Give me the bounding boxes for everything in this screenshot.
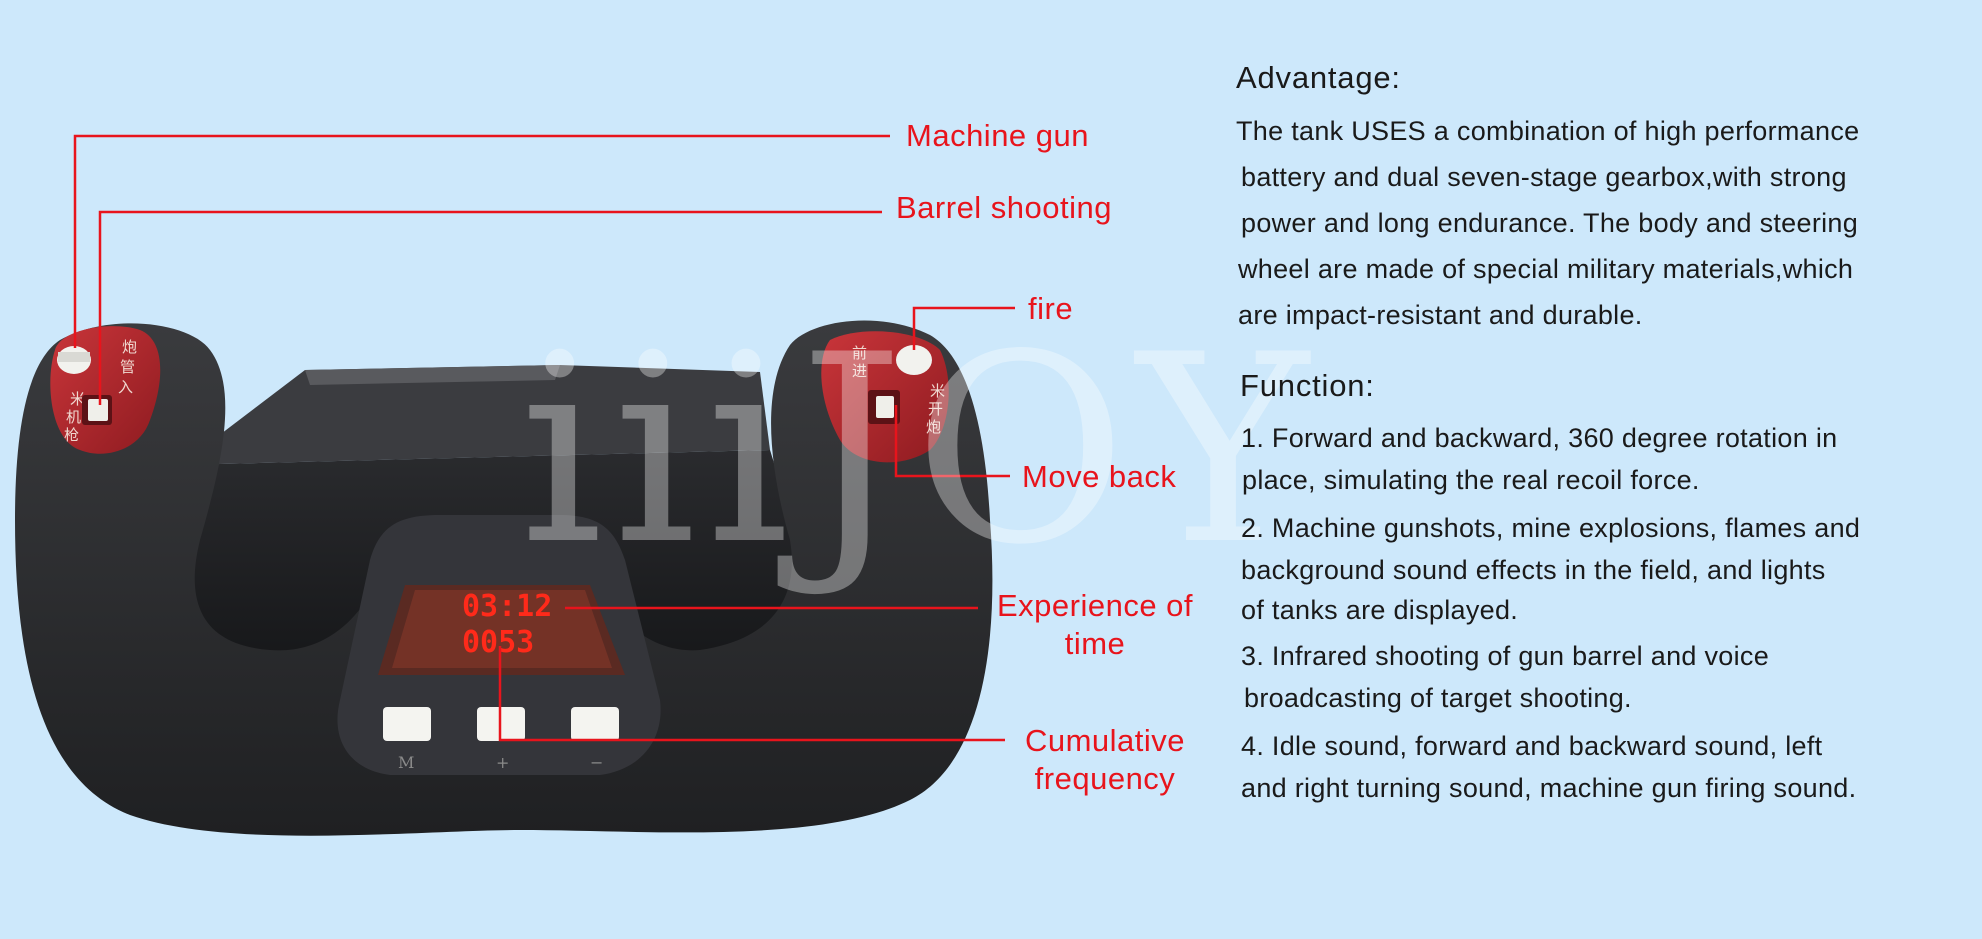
callout-barrel-shooting: Barrel shooting bbox=[896, 190, 1113, 225]
function-line: 2. Machine gunshots, mine explosions, fl… bbox=[1241, 513, 1861, 543]
left-grip-labels: 炮 管 入 米 机 枪 bbox=[64, 338, 137, 444]
callout-lines bbox=[73, 134, 1015, 742]
function-line: of tanks are displayed. bbox=[1241, 595, 1519, 625]
left-grip-char: 米 bbox=[70, 390, 85, 408]
function-line: 1. Forward and backward, 360 degree rota… bbox=[1241, 423, 1838, 453]
left-grip-char: 管 bbox=[120, 358, 135, 376]
svg-text:M: M bbox=[398, 753, 414, 772]
advantage-line: battery and dual seven-stage gearbox,wit… bbox=[1241, 162, 1847, 192]
function-line: and right turning sound, machine gun fir… bbox=[1241, 773, 1857, 803]
callout-move-back: Move back bbox=[1022, 459, 1177, 494]
barrel-shooting-leader bbox=[98, 210, 882, 405]
right-grip-labels: 前 进 米 开 炮 bbox=[852, 344, 945, 436]
function-line: background sound effects in the field, a… bbox=[1241, 555, 1826, 585]
right-grip-char: 米 bbox=[930, 382, 945, 400]
time-readout: 03:12 bbox=[462, 589, 552, 624]
right-grip-char: 进 bbox=[852, 362, 867, 380]
machine-gun-leader bbox=[73, 134, 890, 348]
callout-fire: fire bbox=[1028, 291, 1074, 326]
function-line: 3. Infrared shooting of gun barrel and v… bbox=[1241, 641, 1770, 671]
callout-experience-of-time: Experience of time bbox=[985, 587, 1205, 663]
description-panel: Advantage: The tank USES a combination o… bbox=[1236, 60, 1966, 808]
callout-cumulative-frequency: Cumulative frequency bbox=[1010, 722, 1200, 798]
svg-text:−: − bbox=[590, 753, 603, 772]
callout-experience-line2: time bbox=[1064, 626, 1126, 661]
advantage-line: are impact-resistant and durable. bbox=[1238, 300, 1643, 330]
advantage-line: power and long endurance. The body and s… bbox=[1241, 208, 1859, 238]
move-back-switch[interactable] bbox=[868, 390, 900, 424]
function-item: 3. Infrared shooting of gun barrel and v… bbox=[1241, 634, 1966, 718]
svg-text:+: + bbox=[496, 753, 509, 772]
callout-cumulative-line1: Cumulative bbox=[1024, 723, 1186, 758]
advantage-text: The tank USES a combination of high perf… bbox=[1236, 108, 1966, 338]
callout-machine-gun: Machine gun bbox=[906, 118, 1090, 153]
m-button[interactable] bbox=[383, 707, 431, 741]
right-grip-char: 炮 bbox=[926, 418, 941, 436]
callout-experience-line1: Experience of bbox=[996, 588, 1194, 623]
function-item: 4. Idle sound, forward and backward soun… bbox=[1241, 724, 1966, 808]
function-line: broadcasting of target shooting. bbox=[1244, 683, 1632, 713]
right-grip-char: 前 bbox=[852, 344, 867, 362]
fire-leader bbox=[912, 306, 1015, 350]
barrel-shooting-switch[interactable] bbox=[82, 395, 112, 425]
machine-gun-button[interactable] bbox=[57, 346, 91, 374]
function-line: 4. Idle sound, forward and backward soun… bbox=[1241, 731, 1823, 761]
count-readout: 0053 bbox=[462, 625, 534, 660]
advantage-line: The tank USES a combination of high perf… bbox=[1236, 116, 1860, 146]
led-display: 03:12 0053 bbox=[462, 589, 552, 660]
advantage-line: wheel are made of special military mater… bbox=[1238, 254, 1854, 284]
advantage-heading: Advantage: bbox=[1236, 60, 1401, 95]
function-item: 1. Forward and backward, 360 degree rota… bbox=[1241, 416, 1966, 500]
cumulative-leader bbox=[498, 646, 1005, 742]
fire-button[interactable] bbox=[896, 345, 932, 375]
function-line: place, simulating the real recoil force. bbox=[1242, 465, 1700, 495]
move-back-leader bbox=[894, 405, 1010, 478]
function-heading: Function: bbox=[1240, 368, 1375, 403]
left-grip-char: 枪 bbox=[64, 426, 79, 444]
right-grip-char: 开 bbox=[928, 400, 943, 418]
left-grip-char: 机 bbox=[66, 408, 81, 426]
function-item: 2. Machine gunshots, mine explosions, fl… bbox=[1241, 506, 1966, 630]
function-list: 1. Forward and backward, 360 degree rota… bbox=[1241, 416, 1966, 808]
callout-cumulative-line2: frequency bbox=[1034, 761, 1176, 796]
left-grip-char: 炮 bbox=[122, 338, 137, 356]
minus-button[interactable] bbox=[571, 707, 619, 741]
console-button-labels: M + − bbox=[398, 753, 603, 772]
left-grip-char: 入 bbox=[118, 378, 133, 396]
